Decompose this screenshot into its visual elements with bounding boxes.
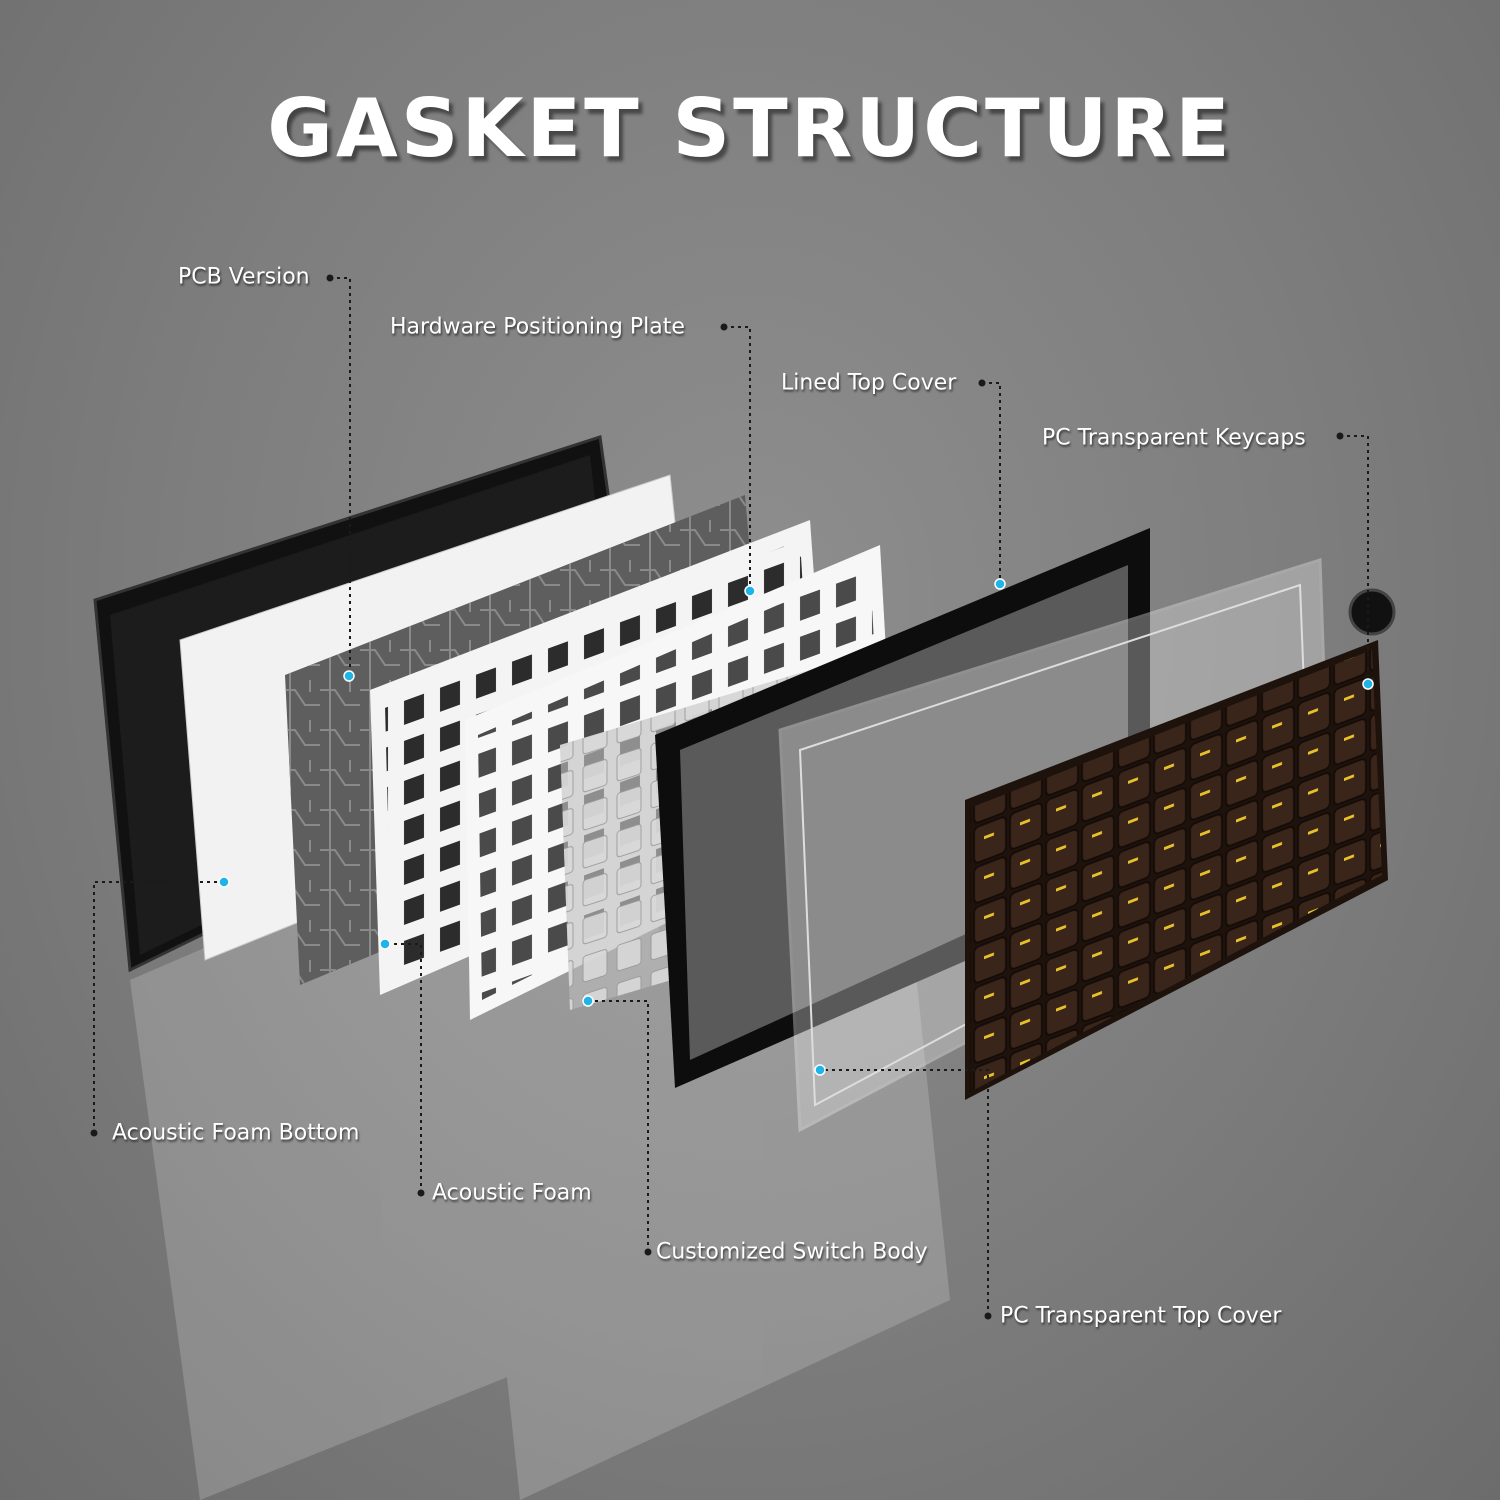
lined-top-cover-layer xyxy=(655,528,1150,1088)
leader-transparent-top-cover xyxy=(820,1069,989,1316)
leader-hardware-plate xyxy=(724,326,751,591)
leader-pc-keycaps xyxy=(1340,435,1369,684)
label-pc-transparent-keycaps: PC Transparent Keycaps xyxy=(1042,425,1306,451)
label-end-dots xyxy=(90,274,1344,1320)
keycaps-layer xyxy=(965,640,1388,1100)
label-acoustic-foam-bottom: Acoustic Foam Bottom xyxy=(112,1120,360,1146)
accent-dots xyxy=(218,578,1374,1076)
label-pc-transparent-top-cover: PC Transparent Top Cover xyxy=(1000,1303,1282,1329)
page-title: GASKET STRUCTURE xyxy=(267,82,1233,175)
label-pcb-version: PCB Version xyxy=(178,264,310,290)
label-hardware-positioning-plate: Hardware Positioning Plate xyxy=(390,314,685,340)
leader-acoustic-foam-bottom xyxy=(93,881,224,1133)
knob xyxy=(1348,588,1396,636)
label-lined-top-cover: Lined Top Cover xyxy=(781,370,957,396)
leader-acoustic-foam xyxy=(385,943,422,1193)
leader-lines xyxy=(93,277,1369,1316)
label-acoustic-foam: Acoustic Foam xyxy=(432,1180,592,1206)
leader-lined-top-cover xyxy=(982,382,1001,584)
label-customized-switch-body: Customized Switch Body xyxy=(656,1239,928,1265)
